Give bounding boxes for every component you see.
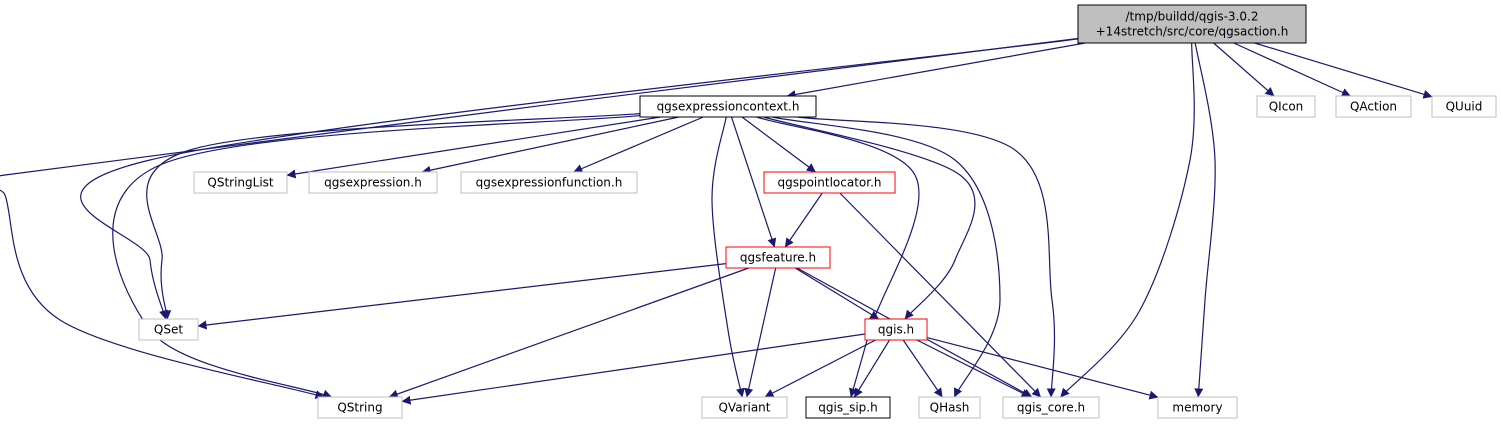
edge-qgis-to-qgiscore — [916, 339, 1031, 398]
node-box — [1335, 95, 1412, 118]
node-qgissip[interactable]: qgis_sip.h — [805, 396, 891, 419]
node-memory[interactable]: memory — [1157, 396, 1238, 419]
edge-feature-to-qset — [197, 263, 727, 330]
node-qaction[interactable]: QAction — [1335, 95, 1412, 118]
node-qgsexprfunc[interactable]: qgsexpressionfunction.h — [460, 171, 638, 194]
edge-pointlocator-to-qgiscore — [839, 192, 1042, 398]
node-box — [193, 171, 288, 194]
edge-pointlocator-to-feature — [784, 192, 823, 248]
node-label: qgspointlocator.h — [777, 176, 881, 190]
node-box — [701, 396, 788, 419]
node-label: QUuid — [1446, 100, 1483, 114]
file-nodes: /tmp/buildd/qgis-3.0.2+14stretch/src/cor… — [138, 4, 1497, 419]
node-box — [918, 396, 981, 419]
node-qhash[interactable]: QHash — [918, 396, 981, 419]
node-label: +14stretch/src/core/qgsaction.h — [1096, 25, 1289, 39]
node-qgis[interactable]: qgis.h — [864, 318, 928, 341]
edge-ctx-to-qgis — [763, 116, 976, 320]
node-ctx[interactable]: qgsexpressioncontext.h — [639, 95, 817, 118]
node-qgiscore[interactable]: qgis_core.h — [1002, 396, 1100, 419]
node-label: qgis_sip.h — [818, 401, 877, 415]
edge-ctx-to-feature — [730, 116, 777, 248]
edge-root-to-memory — [1194, 42, 1216, 398]
node-label: QVariant — [718, 401, 770, 415]
node-label: /tmp/buildd/qgis-3.0.2 — [1126, 10, 1259, 24]
node-root[interactable]: /tmp/buildd/qgis-3.0.2+14stretch/src/cor… — [1077, 4, 1307, 44]
edge-ctx-to-qset — [146, 113, 641, 320]
edge-root-to-qaction — [1233, 42, 1351, 97]
node-label: QSet — [154, 323, 183, 337]
node-box — [1157, 396, 1238, 419]
edge-ctx-to-qstringlist — [286, 116, 661, 179]
edge-root-to-qicon — [1213, 42, 1275, 97]
edge-root-to-quuid — [1254, 42, 1433, 99]
edge-root-to-qstring — [0, 37, 1079, 399]
node-qstring[interactable]: QString — [317, 396, 403, 419]
node-box — [308, 171, 438, 194]
node-label: qgsexpressionfunction.h — [476, 176, 623, 190]
edge-qgis-to-qgissip — [853, 339, 891, 398]
node-quuid[interactable]: QUuid — [1431, 95, 1497, 118]
node-box — [1077, 4, 1307, 44]
edge-ctx-to-qgissip — [756, 116, 920, 398]
node-box — [805, 396, 891, 419]
edge-feature-to-qgis — [794, 267, 880, 320]
node-label: QAction — [1350, 100, 1397, 114]
node-label: QIcon — [1269, 100, 1304, 114]
node-label: qgis_core.h — [1017, 401, 1085, 415]
node-box — [1002, 396, 1100, 419]
node-box — [460, 171, 638, 194]
edge-qgis-to-memory — [926, 336, 1159, 400]
edge-root-to-qgiscore — [1060, 42, 1195, 398]
node-feature[interactable]: qgsfeature.h — [725, 246, 831, 269]
node-qvariant[interactable]: QVariant — [701, 396, 788, 419]
node-label: qgsexpressioncontext.h — [657, 100, 800, 114]
node-box — [763, 171, 896, 194]
node-qstringlist[interactable]: QStringList — [193, 171, 288, 194]
node-label: QString — [337, 401, 382, 415]
edge-ctx-to-qstring — [112, 114, 641, 399]
edge-feature-to-qstring — [388, 267, 749, 399]
node-box — [639, 95, 817, 118]
node-qicon[interactable]: QIcon — [1256, 95, 1316, 118]
node-label: qgsexpression.h — [324, 176, 422, 190]
node-label: QHash — [930, 401, 970, 415]
edge-ctx-to-qvariant — [711, 116, 745, 398]
node-qgsexpression[interactable]: qgsexpression.h — [308, 171, 438, 194]
edge-root-to-ctx — [786, 42, 1086, 99]
edge-feature-to-qvariant — [744, 267, 777, 398]
edge-root-to-qset — [80, 38, 1079, 320]
node-label: qgis.h — [878, 323, 914, 337]
node-label: memory — [1172, 401, 1222, 415]
edge-ctx-to-qgsexpression — [421, 116, 680, 175]
node-box — [317, 396, 403, 419]
edge-ctx-to-qgiscore — [797, 116, 1056, 398]
node-box — [725, 246, 831, 269]
node-box — [1256, 95, 1316, 118]
dependency-edges — [0, 37, 1433, 405]
edge-qgis-to-qstring — [401, 333, 866, 405]
edge-ctx-to-qhash — [772, 116, 1001, 398]
node-label: qgsfeature.h — [740, 251, 816, 265]
edge-ctx-to-qgsexprfunc — [573, 116, 704, 173]
node-pointlocator[interactable]: qgspointlocator.h — [763, 171, 896, 194]
node-box — [138, 318, 199, 341]
edge-qgis-to-qvariant — [764, 339, 876, 398]
edge-qgis-to-qhash — [902, 339, 943, 398]
edge-ctx-to-pointlocator — [741, 116, 816, 173]
node-box — [1431, 95, 1497, 118]
node-label: QStringList — [207, 176, 274, 190]
node-qset[interactable]: QSet — [138, 318, 199, 341]
node-box — [864, 318, 928, 341]
